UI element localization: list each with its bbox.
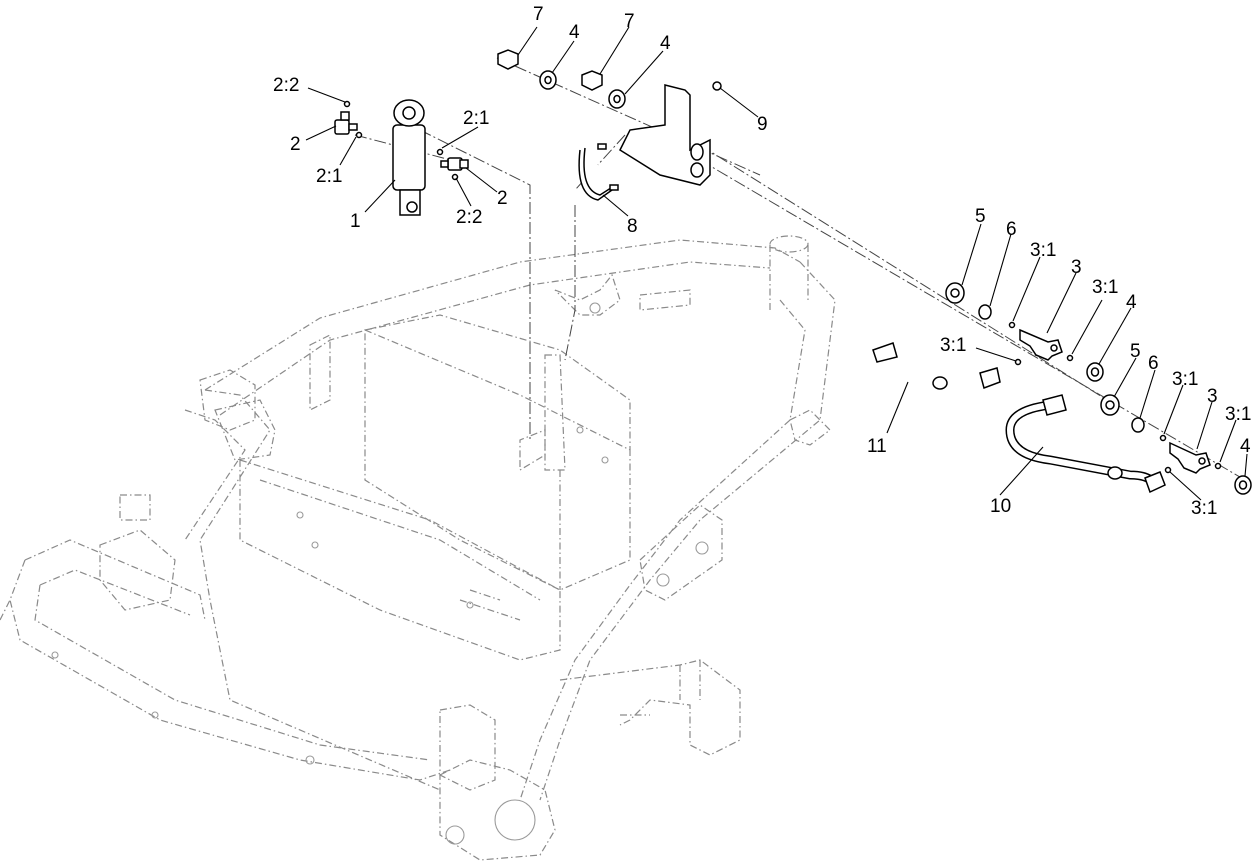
- callout-2-1: 2:1: [316, 166, 342, 187]
- lower-fitting-row: [1100, 394, 1252, 495]
- mounting-bracket: [619, 84, 711, 186]
- hydraulic-cylinder: [392, 99, 426, 216]
- callout-4: 4: [660, 33, 671, 54]
- leader-lines: [305, 26, 1248, 501]
- callout-9: 9: [757, 114, 768, 135]
- callout-3: 3: [1071, 257, 1082, 278]
- callout-6: 6: [1148, 353, 1159, 374]
- nut-left: [497, 49, 519, 70]
- callout-4: 4: [1126, 292, 1137, 313]
- elbow-fitting-right: [440, 157, 469, 171]
- callout-8: 8: [627, 216, 638, 237]
- callout-6: 6: [1006, 219, 1017, 240]
- callout-5: 5: [975, 206, 986, 227]
- callout-4: 4: [569, 22, 580, 43]
- elbow-fitting-left: [334, 111, 358, 135]
- callout-2-2: 2:2: [273, 75, 299, 96]
- callout-3-1: 3:1: [1030, 240, 1056, 261]
- callout-4: 4: [1240, 436, 1251, 457]
- washer-right: [608, 89, 626, 109]
- callout-2-2: 2:2: [456, 207, 482, 228]
- bolt: [712, 81, 722, 91]
- nut-right: [581, 70, 603, 91]
- callout-labels: 2:2 2 2:1 1 2:1 2 2:2 7 4 7 4 9 8 5 6 3:…: [273, 4, 1251, 519]
- upper-fitting-row: [945, 282, 1104, 382]
- hydraulic-hose-upper: [833, 342, 1001, 390]
- chassis-frame: [0, 235, 836, 861]
- callout-3-1: 3:1: [1172, 369, 1198, 390]
- callout-5: 5: [1130, 341, 1141, 362]
- callout-3: 3: [1207, 386, 1218, 407]
- callout-3-1: 3:1: [1191, 498, 1217, 519]
- hydraulic-hose-lower: [1005, 394, 1166, 494]
- callout-2: 2: [497, 188, 508, 209]
- o-rings-small: [343, 100, 459, 181]
- callout-11: 11: [867, 436, 887, 457]
- callout-2: 2: [290, 134, 301, 155]
- callout-7: 7: [533, 4, 544, 25]
- u-bolt: [578, 143, 619, 201]
- washer-left: [539, 70, 557, 90]
- callout-3-1: 3:1: [940, 335, 966, 356]
- callout-3-1: 3:1: [1225, 404, 1251, 425]
- callout-2-1: 2:1: [463, 108, 489, 129]
- callout-10: 10: [990, 496, 1011, 517]
- callout-1: 1: [350, 211, 361, 232]
- callout-3-1: 3:1: [1092, 277, 1118, 298]
- callout-7: 7: [624, 11, 635, 32]
